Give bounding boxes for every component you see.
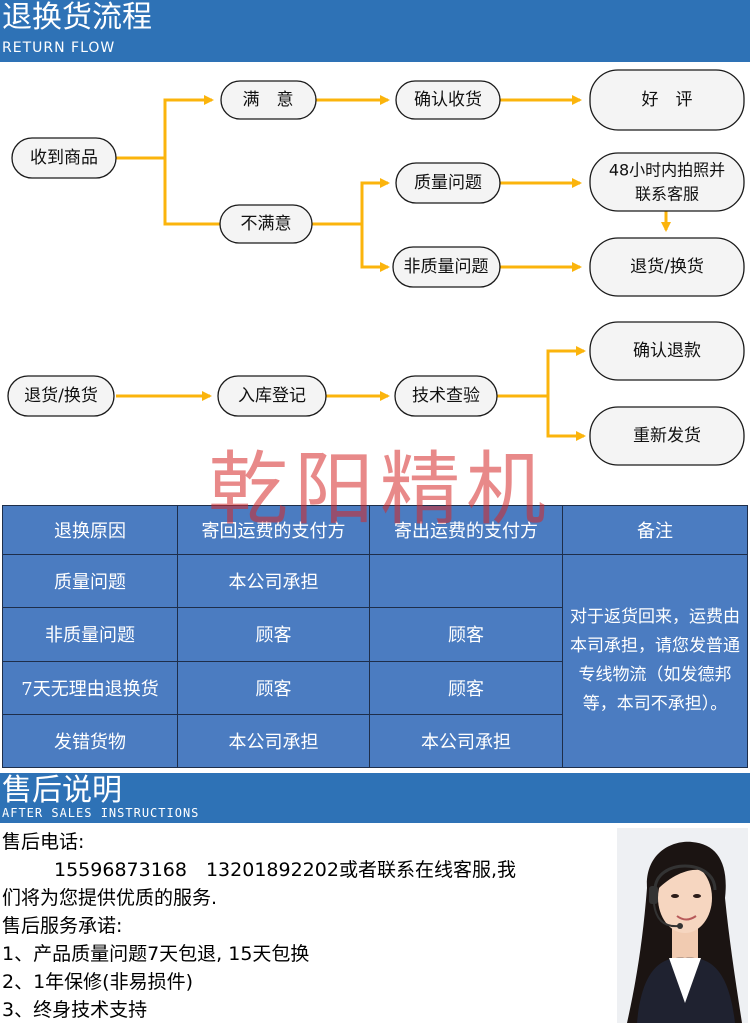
arrow-to-nonquality bbox=[360, 224, 390, 272]
table-row: 发错货物 本公司承担 本公司承担 bbox=[2, 713, 748, 769]
table-cell: 本公司承担 bbox=[177, 713, 370, 769]
node-return-exchange-b: 退货/换货 bbox=[7, 375, 115, 417]
table-row: 非质量问题 顾客 顾客 bbox=[2, 607, 748, 662]
promise-item: 3、终身技术支持 bbox=[2, 999, 148, 1021]
table-cell: 顾客 bbox=[369, 607, 563, 662]
phone-numbers: 15596873168 13201892202或者联系在线客服,我 bbox=[54, 859, 516, 881]
table-cell: 非质量问题 bbox=[2, 607, 178, 662]
after-sales-content: 售后电话: 15596873168 13201892202或者联系在线客服,我 … bbox=[2, 828, 622, 1024]
node-confirm-receipt-label: 确认收货 bbox=[414, 90, 482, 110]
table-note-cell: 对于返货回来，运费由本司承担，请您发普通专线物流（如发德邦等，本司不承担）。 bbox=[562, 554, 748, 768]
node-reship: 重新发货 bbox=[589, 406, 745, 466]
node-confirm-receipt: 确认收货 bbox=[395, 80, 501, 120]
return-flow-diagram: 收到商品 满 意 确认收货 好 评 不满意 质量问题 48小时内拍照并 联系客服… bbox=[7, 69, 745, 466]
node-refund: 确认退款 bbox=[589, 321, 745, 381]
node-non-quality-issue: 非质量问题 bbox=[392, 246, 501, 288]
node-inspection-label: 技术查验 bbox=[412, 386, 480, 406]
table-row: 质量问题 本公司承担 对于返货回来，运费由本司承担，请您发普通专线物流（如发德邦… bbox=[2, 554, 748, 768]
node-return-exchange-b-label: 退货/换货 bbox=[24, 386, 98, 406]
node-receive-label: 收到商品 bbox=[30, 148, 98, 168]
node-good-review: 好 评 bbox=[589, 69, 745, 131]
node-receive: 收到商品 bbox=[11, 137, 117, 179]
table-cell: 7天无理由退换货 bbox=[2, 660, 178, 715]
return-policy-table: 退换原因 寄回运费的支付方 寄出运费的支付方 备注 质量问题 本公司承担 对于返… bbox=[2, 504, 748, 769]
node-inspection: 技术查验 bbox=[394, 375, 498, 417]
phone-line-2: 们将为您提供优质的服务. bbox=[2, 887, 218, 909]
table-cell: 顾客 bbox=[369, 660, 563, 715]
flow-arrows bbox=[116, 95, 671, 441]
page-subtitle: RETURN FLOW bbox=[2, 40, 116, 56]
node-quality-issue: 质量问题 bbox=[395, 162, 501, 204]
node-photo-label-1: 48小时内拍照并 bbox=[609, 161, 725, 180]
node-satisfied: 满 意 bbox=[220, 80, 317, 120]
table-header-reason: 退换原因 bbox=[2, 504, 178, 556]
table-header-send-fee: 寄出运费的支付方 bbox=[369, 504, 563, 556]
table-cell: 发错货物 bbox=[2, 713, 178, 769]
phone-label: 售后电话: bbox=[2, 831, 85, 853]
after-sales-banner: 售后说明 AFTER SALES INSTRUCTIONS bbox=[0, 773, 750, 823]
arrow-to-reship bbox=[546, 396, 586, 441]
node-satisfied-label: 满 意 bbox=[243, 90, 294, 110]
node-refund-label: 确认退款 bbox=[633, 341, 701, 361]
node-photo-label-2: 联系客服 bbox=[635, 185, 699, 204]
table-header-note: 备注 bbox=[562, 504, 748, 556]
table-cell: 本公司承担 bbox=[177, 554, 370, 609]
table-cell bbox=[369, 554, 563, 609]
header-banner: 退换货流程 RETURN FLOW bbox=[0, 0, 750, 62]
node-warehouse: 入库登记 bbox=[217, 375, 327, 417]
node-return-exchange-a: 退货/换货 bbox=[589, 237, 745, 297]
arrow-to-unsatisfied bbox=[163, 158, 220, 226]
table-cell: 顾客 bbox=[177, 607, 370, 662]
promise-item: 2、1年保修(非易损件) bbox=[2, 971, 194, 993]
node-reship-label: 重新发货 bbox=[633, 426, 701, 446]
table-cell: 本公司承担 bbox=[369, 713, 563, 769]
after-sales-subtitle: AFTER SALES INSTRUCTIONS bbox=[2, 806, 200, 820]
node-unsatisfied-label: 不满意 bbox=[241, 214, 292, 234]
after-sales-title: 售后说明 bbox=[2, 773, 122, 808]
table-cell: 顾客 bbox=[177, 660, 370, 715]
node-quality-issue-label: 质量问题 bbox=[414, 173, 482, 193]
customer-service-agent-icon bbox=[617, 828, 748, 1023]
table-row: 7天无理由退换货 顾客 顾客 bbox=[2, 660, 748, 715]
promise-item: 1、产品质量问题7天包退, 15天包换 bbox=[2, 943, 310, 965]
promise-label: 售后服务承诺: bbox=[2, 915, 123, 937]
arrow-to-satisfied bbox=[116, 95, 214, 160]
node-good-review-label: 好 评 bbox=[642, 90, 693, 110]
node-unsatisfied: 不满意 bbox=[219, 204, 313, 244]
table-header-row: 退换原因 寄回运费的支付方 寄出运费的支付方 备注 bbox=[2, 504, 748, 556]
node-return-exchange-a-label: 退货/换货 bbox=[630, 257, 704, 277]
node-non-quality-issue-label: 非质量问题 bbox=[404, 257, 489, 277]
node-warehouse-label: 入库登记 bbox=[238, 386, 306, 406]
arrow-to-refund bbox=[497, 346, 586, 398]
table-cell: 质量问题 bbox=[2, 554, 178, 609]
page-title: 退换货流程 bbox=[2, 0, 152, 35]
node-photo-contact: 48小时内拍照并 联系客服 bbox=[589, 152, 745, 212]
arrow-to-quality bbox=[312, 178, 390, 226]
table-header-return-fee: 寄回运费的支付方 bbox=[177, 504, 370, 556]
